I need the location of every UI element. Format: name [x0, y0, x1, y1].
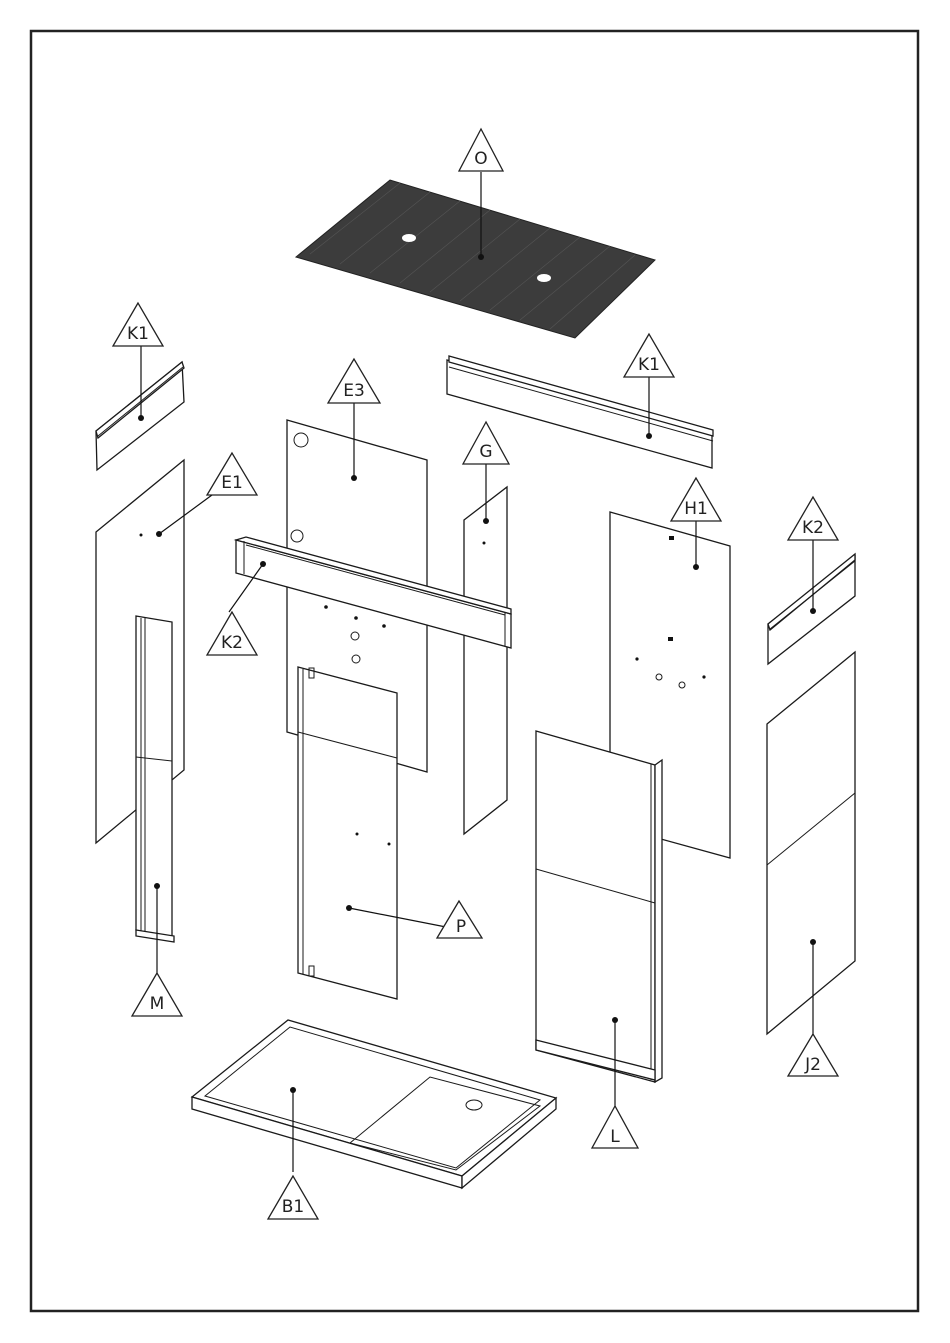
callout-g: G	[463, 422, 509, 464]
callout-p: P	[437, 901, 482, 938]
label-l: L	[610, 1127, 620, 1147]
label-g: G	[479, 442, 492, 462]
label-o: O	[474, 149, 487, 169]
callout-o: O	[459, 129, 503, 171]
label-h1: H1	[684, 499, 708, 519]
label-p: P	[456, 917, 466, 937]
label-k1-right: K1	[638, 355, 660, 375]
callout-h1: H1	[671, 478, 721, 521]
part-p-door-panel	[298, 667, 397, 999]
label-e3: E3	[343, 381, 365, 401]
label-m: M	[150, 994, 165, 1014]
callout-k2-right: K2	[788, 497, 838, 540]
callout-e3: E3	[328, 359, 380, 403]
part-o-roof-panel	[296, 180, 655, 338]
part-g-narrow-panel	[464, 487, 507, 834]
callout-l: L	[592, 1106, 638, 1148]
callout-m: M	[132, 973, 182, 1016]
label-e1: E1	[221, 473, 243, 493]
part-l-fixed-panel	[536, 731, 662, 1082]
label-j2: J2	[804, 1055, 821, 1075]
part-m-side-frame	[136, 616, 174, 942]
label-k2-center: K2	[221, 633, 243, 653]
part-j2-side-panel	[767, 652, 855, 1034]
part-b1-shower-tray	[192, 1020, 556, 1188]
callout-k2-center: K2	[207, 612, 257, 655]
callout-k1-right: K1	[624, 334, 674, 377]
callout-b1: B1	[268, 1176, 318, 1219]
callout-k1-left: K1	[113, 303, 163, 346]
label-b1: B1	[282, 1197, 304, 1217]
label-k1-left: K1	[127, 324, 149, 344]
callout-j2: J2	[788, 1034, 838, 1076]
label-k2-right: K2	[802, 518, 824, 538]
callout-e1: E1	[207, 453, 257, 495]
